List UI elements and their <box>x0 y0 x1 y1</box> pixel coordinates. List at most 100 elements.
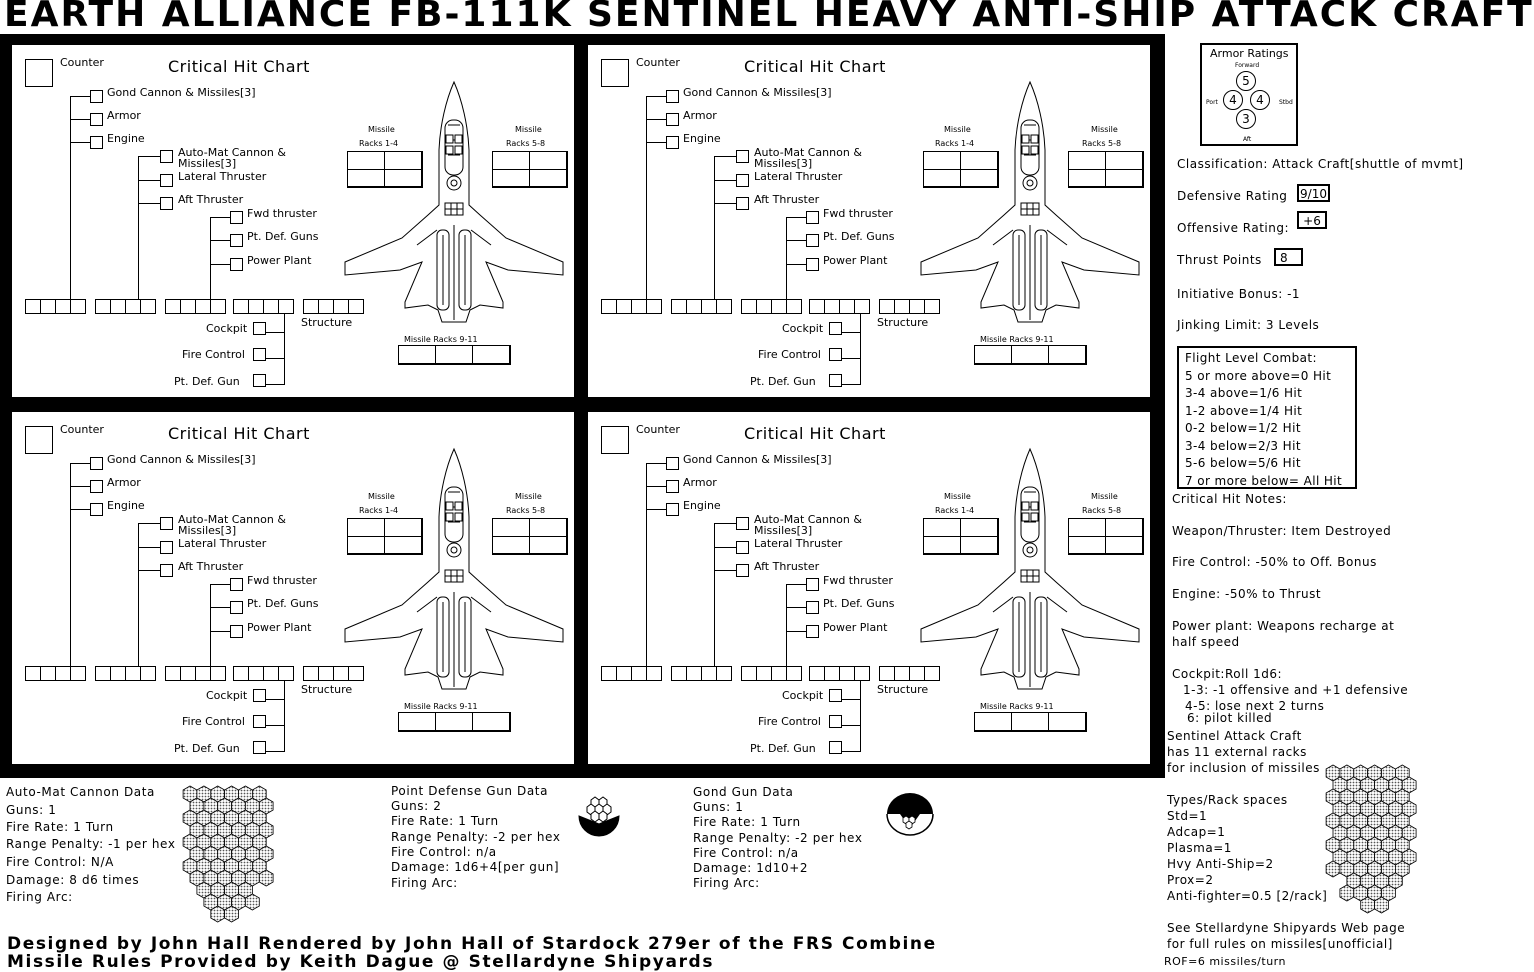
notes-sentinel: Sentinel Attack Craft <box>1167 729 1302 743</box>
ptdefgun-checkbox[interactable] <box>253 374 266 387</box>
lateral-checkbox[interactable] <box>736 541 749 554</box>
fwd-checkbox[interactable] <box>806 578 819 591</box>
hex-cell <box>245 893 260 911</box>
engine-checkbox[interactable] <box>90 136 103 149</box>
fwd-checkbox[interactable] <box>806 211 819 224</box>
missile-racks-5-8[interactable] <box>1068 151 1144 188</box>
ptdefgun-checkbox[interactable] <box>829 374 842 387</box>
missile-firing-arc-icon <box>1325 764 1417 914</box>
structure-track-5[interactable] <box>303 299 364 314</box>
flight-level-line: Flight Level Combat: <box>1185 351 1317 365</box>
missile-racks-5-8[interactable] <box>492 518 568 555</box>
offensive-label: Offensive Rating: <box>1177 221 1289 235</box>
structure-track-4[interactable] <box>809 666 870 681</box>
ptdef-checkbox[interactable] <box>806 234 819 247</box>
engine-checkbox[interactable] <box>666 136 679 149</box>
structure-track-3[interactable] <box>165 666 226 681</box>
gond-checkbox[interactable] <box>90 457 103 470</box>
cockpit-checkbox[interactable] <box>253 322 266 335</box>
pointdef-data: Range Penalty: -2 per hex <box>391 830 561 844</box>
missile-racks-1-4[interactable] <box>347 518 423 555</box>
structure-track-2[interactable] <box>671 666 732 681</box>
missile-racks-9-11[interactable] <box>974 345 1087 365</box>
power-checkbox[interactable] <box>806 625 819 638</box>
ptdef-checkbox[interactable] <box>806 601 819 614</box>
power-checkbox[interactable] <box>806 258 819 271</box>
fwd-checkbox[interactable] <box>230 578 243 591</box>
missile-racks-9-11[interactable] <box>974 712 1087 732</box>
aft-checkbox[interactable] <box>160 564 173 577</box>
automat-label: Auto-Mat Cannon & <box>178 513 286 526</box>
power-checkbox[interactable] <box>230 625 243 638</box>
hex-cell <box>1360 896 1375 914</box>
structure-track-3[interactable] <box>741 299 802 314</box>
ptdef-checkbox[interactable] <box>230 601 243 614</box>
aft-checkbox[interactable] <box>160 197 173 210</box>
power-checkbox[interactable] <box>230 258 243 271</box>
missile-racks-1-4[interactable] <box>923 518 999 555</box>
lateral-checkbox[interactable] <box>736 174 749 187</box>
cockpit-checkbox[interactable] <box>829 322 842 335</box>
ptdef-label: Pt. Def. Guns <box>247 230 319 243</box>
automat-checkbox[interactable] <box>160 517 173 530</box>
aft-checkbox[interactable] <box>736 197 749 210</box>
gond-checkbox[interactable] <box>666 457 679 470</box>
ptdefgun-checkbox[interactable] <box>829 741 842 754</box>
lateral-checkbox[interactable] <box>160 541 173 554</box>
armor-checkbox[interactable] <box>90 480 103 493</box>
pointdef-data: Damage: 1d6+4[per gun] <box>391 860 560 874</box>
engine-checkbox[interactable] <box>666 503 679 516</box>
ptdefgun-checkbox[interactable] <box>253 741 266 754</box>
flight-level-line: 3-4 below=2/3 Hit <box>1185 438 1301 453</box>
types-item: Hvy Anti-Ship=2 <box>1167 857 1274 871</box>
ptdef-checkbox[interactable] <box>230 234 243 247</box>
structure-track-4[interactable] <box>233 299 294 314</box>
missile-racks-5-8[interactable] <box>492 151 568 188</box>
aft-checkbox[interactable] <box>736 564 749 577</box>
armor-checkbox[interactable] <box>90 113 103 126</box>
fire-control-checkbox[interactable] <box>253 715 266 728</box>
structure-track-1[interactable] <box>601 299 662 314</box>
missile-racks-9-11[interactable] <box>398 345 511 365</box>
missile-racks-1-4[interactable] <box>347 151 423 188</box>
structure-track-1[interactable] <box>25 299 86 314</box>
structure-track-4[interactable] <box>809 299 870 314</box>
fwd-checkbox[interactable] <box>230 211 243 224</box>
lateral-checkbox[interactable] <box>160 174 173 187</box>
structure-track-2[interactable] <box>95 299 156 314</box>
structure-track-4[interactable] <box>233 666 294 681</box>
structure-track-1[interactable] <box>601 666 662 681</box>
cockpit-checkbox[interactable] <box>829 689 842 702</box>
counter-box[interactable] <box>601 59 629 87</box>
missile-racks-right-label-2: Racks 5-8 <box>506 139 546 148</box>
automat-checkbox[interactable] <box>160 150 173 163</box>
armor-checkbox[interactable] <box>666 113 679 126</box>
structure-track-5[interactable] <box>879 666 940 681</box>
automat-data: Damage: 8 d6 times <box>6 873 140 887</box>
counter-box[interactable] <box>601 426 629 454</box>
armor-checkbox[interactable] <box>666 480 679 493</box>
structure-track-2[interactable] <box>671 299 732 314</box>
structure-track-5[interactable] <box>303 666 364 681</box>
automat-checkbox[interactable] <box>736 150 749 163</box>
cockpit-checkbox[interactable] <box>253 689 266 702</box>
structure-track-3[interactable] <box>741 666 802 681</box>
structure-track-1[interactable] <box>25 666 86 681</box>
missile-racks-5-8[interactable] <box>1068 518 1144 555</box>
counter-box[interactable] <box>25 59 53 87</box>
fire-control-checkbox[interactable] <box>829 715 842 728</box>
structure-track-2[interactable] <box>95 666 156 681</box>
fire-control-checkbox[interactable] <box>253 348 266 361</box>
fire-control-label: Fire Control <box>182 715 245 728</box>
fire-control-checkbox[interactable] <box>829 348 842 361</box>
structure-track-3[interactable] <box>165 299 226 314</box>
gond-checkbox[interactable] <box>666 90 679 103</box>
automat-checkbox[interactable] <box>736 517 749 530</box>
counter-box[interactable] <box>25 426 53 454</box>
missile-racks-9-11[interactable] <box>398 712 511 732</box>
gond-checkbox[interactable] <box>90 90 103 103</box>
structure-track-5[interactable] <box>879 299 940 314</box>
engine-checkbox[interactable] <box>90 503 103 516</box>
missile-racks-1-4[interactable] <box>923 151 999 188</box>
gond-data: Guns: 1 <box>693 800 744 814</box>
